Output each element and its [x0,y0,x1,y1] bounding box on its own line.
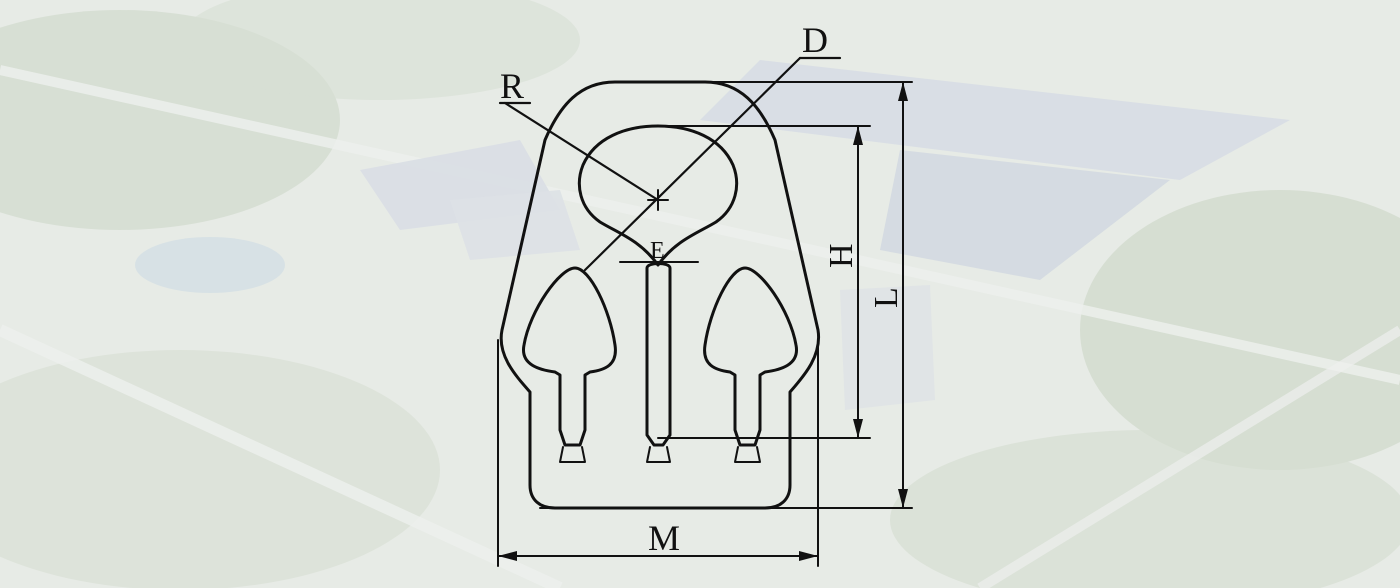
right-pocket-outline [703,266,798,447]
center-slot-outline [645,262,672,447]
label-r: R [500,66,524,106]
label-m: M [648,518,680,558]
label-e: E [650,238,665,264]
left-foot [559,446,586,463]
l-arrow-top [898,82,908,101]
label-d: D [802,20,828,60]
h-arrow-bottom [853,419,863,438]
m-arrow-right [799,551,818,561]
left-pocket-outline [522,266,617,447]
center-foot [646,446,671,463]
right-foot [734,446,761,463]
label-l: L [868,287,905,308]
l-arrow-bottom [898,489,908,508]
m-arrow-left [498,551,517,561]
h-arrow-top [853,126,863,145]
r-leader-line [503,101,660,202]
label-h: H [823,243,860,268]
d-leader-line [583,56,802,272]
